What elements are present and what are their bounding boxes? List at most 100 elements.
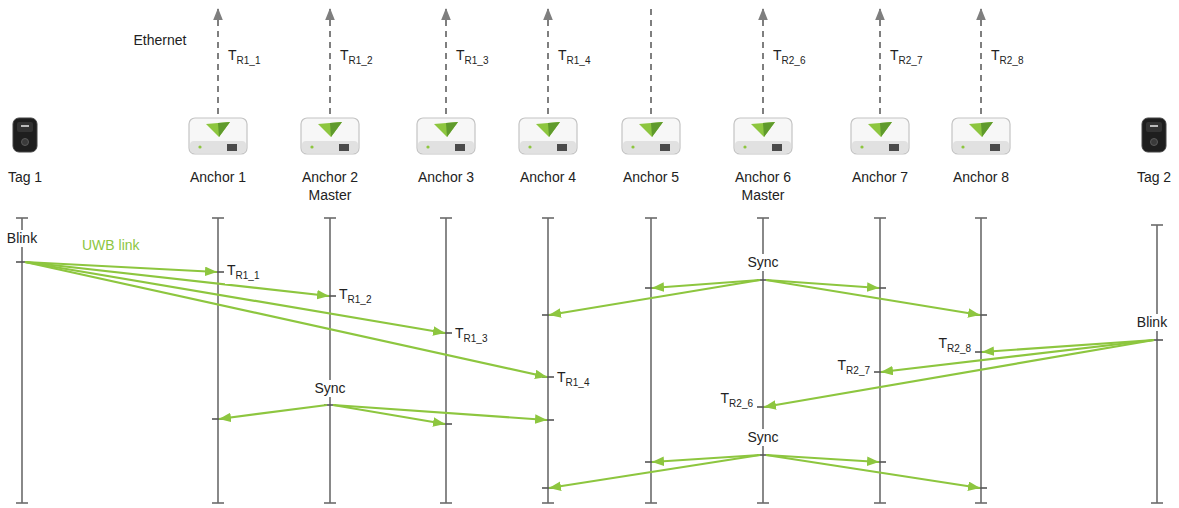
anchor-icon	[848, 110, 912, 162]
tag-device: Tag 2	[1132, 110, 1176, 186]
device-label: Anchor 1	[190, 168, 246, 186]
tag-device: Tag 1	[3, 110, 47, 186]
timeline-cap	[440, 502, 452, 504]
timestamp-label: TR1_2	[337, 286, 373, 308]
tag-button	[22, 139, 29, 146]
anchor-front	[623, 141, 679, 153]
ethernet-line	[650, 8, 652, 114]
anchor-front	[852, 141, 908, 153]
device-label: Anchor 3	[418, 168, 474, 186]
anchor-icon	[949, 110, 1013, 162]
anchor-port	[455, 144, 465, 151]
anchor-led	[426, 145, 429, 148]
uwb-arrow	[333, 405, 547, 420]
timeline-cap	[1151, 502, 1163, 504]
ethernet-line	[329, 8, 331, 114]
timestamp-label: TR2_6	[771, 47, 807, 69]
ethernet-line	[762, 8, 764, 114]
uwb-messages	[25, 262, 1154, 488]
anchor-body	[734, 118, 792, 154]
timeline-cap	[874, 502, 886, 504]
anchor-device: Anchor 3	[412, 110, 480, 186]
anchor-device: Anchor 5	[617, 110, 685, 186]
tag-icon	[1134, 110, 1174, 162]
uwb-arrow	[766, 455, 980, 488]
tag-panel	[1146, 122, 1162, 132]
anchor-front	[418, 141, 474, 153]
timeline-cap	[324, 217, 336, 219]
tag-icon	[5, 110, 45, 162]
timeline-cap	[440, 217, 452, 219]
anchor-led	[860, 145, 863, 148]
event-label: Sync	[745, 429, 780, 446]
ethernet-line	[980, 8, 982, 114]
event-label: Sync	[312, 380, 347, 397]
tag-body	[1142, 118, 1166, 152]
anchor-device: Anchor 7	[846, 110, 914, 186]
timestamp-label: TR1_3	[453, 325, 489, 347]
timestamp-label: TR1_1	[225, 262, 261, 284]
ethernet-line	[879, 8, 881, 114]
tag-mark	[1150, 125, 1158, 127]
anchor-device: Anchor 1	[184, 110, 252, 186]
anchor-logo-shade	[330, 122, 342, 137]
anchor-logo	[206, 122, 230, 137]
anchor-port	[660, 144, 670, 151]
anchor-logo	[318, 122, 342, 137]
anchor-body	[851, 118, 909, 154]
anchor-logo	[434, 122, 458, 137]
timeline-cap	[212, 502, 224, 504]
timeline	[445, 218, 447, 503]
timeline-cap	[757, 217, 769, 219]
ethernet-line	[217, 8, 219, 114]
link-label: UWB link	[80, 237, 142, 254]
anchor-front	[190, 141, 246, 153]
device-label: Anchor 2 Master	[290, 168, 370, 204]
device-label: Anchor 8	[953, 168, 1009, 186]
timeline-cap	[16, 502, 28, 504]
timestamp-label: TR1_1	[226, 47, 262, 69]
tag-body	[13, 118, 37, 152]
device-label: Anchor 5	[623, 168, 679, 186]
timeline-cap	[874, 217, 886, 219]
ethernet-label: Ethernet	[132, 32, 189, 49]
ethernet-line	[547, 8, 549, 114]
timestamp-label: TR2_7	[836, 357, 872, 379]
anchor-logo-shade	[218, 122, 230, 137]
timeline-cap	[542, 502, 554, 504]
timeline	[329, 218, 331, 503]
anchor-port	[889, 144, 899, 151]
anchor-logo-shade	[446, 122, 458, 137]
timeline-cap	[975, 502, 987, 504]
timestamp-label: TR2_8	[989, 47, 1025, 69]
anchor-led	[631, 145, 634, 148]
device-label: Anchor 7	[852, 168, 908, 186]
uwb-arrow	[881, 340, 1154, 372]
timeline-cap	[975, 217, 987, 219]
anchor-front	[735, 141, 791, 153]
timeline	[1156, 225, 1158, 503]
anchor-logo	[969, 122, 993, 137]
uwb-arrow	[219, 405, 327, 419]
timeline	[547, 218, 549, 503]
timestamp-label: TR1_4	[555, 369, 591, 391]
device-label: Tag 1	[8, 168, 42, 186]
anchor-port	[339, 144, 349, 151]
anchor-icon	[516, 110, 580, 162]
anchor-icon	[619, 110, 683, 162]
anchor-device: Anchor 4	[514, 110, 582, 186]
uwb-arrow	[25, 262, 329, 296]
uwb-arrow	[766, 280, 980, 315]
anchor-body	[301, 118, 359, 154]
tag-button	[1151, 139, 1158, 146]
timestamp-label: TR2_7	[888, 47, 924, 69]
timeline	[217, 218, 219, 503]
event-label: Blink	[5, 230, 39, 247]
timestamp-label: TR1_2	[338, 47, 374, 69]
anchor-icon	[186, 110, 250, 162]
anchor-device: Anchor 6 Master	[721, 110, 805, 204]
timeline-cap	[324, 502, 336, 504]
timeline-cap	[757, 502, 769, 504]
tag-panel	[17, 122, 33, 132]
uwb-arrow	[549, 455, 760, 488]
